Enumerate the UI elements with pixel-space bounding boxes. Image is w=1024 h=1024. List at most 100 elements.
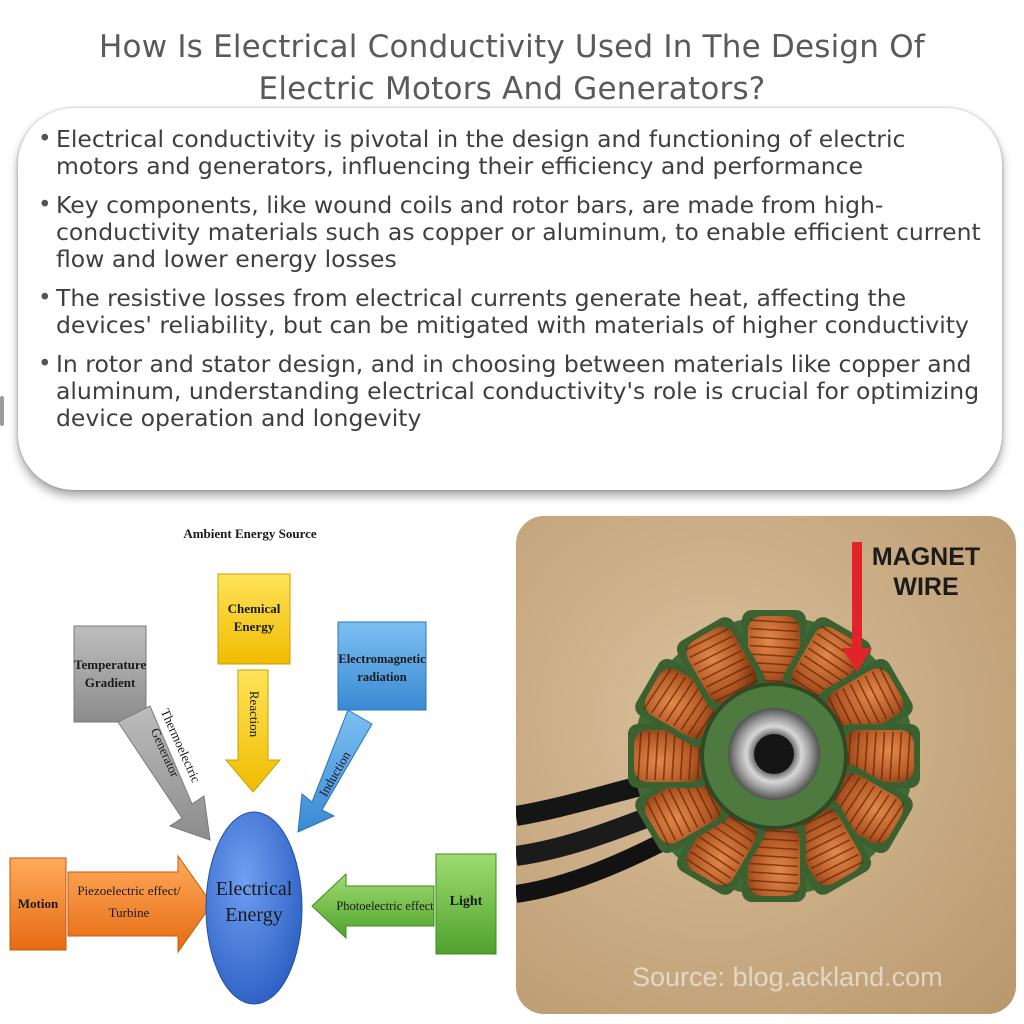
bullet-text: Electrical conductivity is pivotal in th… <box>56 125 906 180</box>
wire-turn <box>697 650 742 674</box>
wire-turn <box>690 851 732 880</box>
copper-coil <box>676 617 766 712</box>
wire-turn <box>749 627 799 633</box>
list-item: •Electrical conductivity is pivotal in t… <box>38 126 982 180</box>
wire-turn <box>749 879 799 885</box>
bullet-text: Key components, like wound coils and rot… <box>56 191 981 273</box>
coil-winding <box>791 808 862 886</box>
wire-turn <box>654 731 659 781</box>
wire-turn <box>749 644 799 650</box>
electrical-energy-label: Electrical Energy <box>215 878 293 926</box>
wire-turn <box>653 797 677 841</box>
side-divider <box>0 396 4 426</box>
bullet-dot: • <box>38 192 52 218</box>
wire-turn <box>879 666 902 711</box>
diagram-title: Ambient Energy Source <box>183 526 317 541</box>
bullet-text: The resistive losses from electrical cur… <box>56 284 969 339</box>
coil-winding <box>826 668 904 739</box>
induction-arrow <box>297 709 373 833</box>
coil-winding <box>634 730 704 782</box>
wire-turn <box>710 672 755 696</box>
bullet-dot: • <box>38 285 52 311</box>
wire-turn <box>847 785 876 827</box>
reaction-arrow <box>224 669 282 793</box>
summary-card: •Electrical conductivity is pivotal in t… <box>18 108 1002 490</box>
wire-turn <box>706 664 750 688</box>
wire-turn <box>662 731 668 781</box>
wire-turn <box>864 675 888 720</box>
wire-turn <box>871 671 895 715</box>
copper-coils <box>628 610 920 902</box>
electromagnetic-radiation-box <box>337 621 427 711</box>
wire-turn <box>856 679 880 724</box>
coil-winding <box>644 773 722 844</box>
wire-turn <box>668 788 692 833</box>
light-label: Light <box>449 894 483 909</box>
wire-turn <box>897 731 903 781</box>
temperature-gradient-box <box>73 625 147 723</box>
wire-turn <box>701 657 746 681</box>
wire-turn <box>660 792 684 837</box>
wire-turn <box>643 668 672 710</box>
wire-turn <box>749 888 799 893</box>
diagram-shapes <box>9 573 497 1005</box>
wire-turn <box>672 685 701 727</box>
wire-turn <box>693 642 738 666</box>
list-item: •In rotor and stator design, and in choo… <box>38 351 982 432</box>
wire-turn <box>806 838 851 862</box>
piezoelectric-arrow <box>67 854 213 954</box>
wire-turn <box>749 854 799 859</box>
wire-turn <box>686 858 728 887</box>
chemical-energy-label: Chemical Energy <box>227 601 281 634</box>
wire-turn <box>880 731 886 781</box>
electrical-energy-node <box>205 811 303 1005</box>
wire-turn <box>906 731 911 781</box>
wire-turn <box>815 853 859 877</box>
light-box <box>435 853 497 955</box>
reaction-label: Reaction <box>247 690 262 738</box>
chemical-energy-box <box>217 573 291 665</box>
wire-turn <box>802 831 847 855</box>
motion-label: Motion <box>17 896 59 911</box>
wire-turn <box>861 794 890 836</box>
wire-turn <box>665 681 694 722</box>
bullet-text: In rotor and stator design, and in choos… <box>56 350 980 432</box>
wire-turn <box>876 802 905 844</box>
coil-winding <box>686 626 757 704</box>
stator-illustration <box>516 542 920 903</box>
magnet-wire-label: MAGNET WIRE <box>871 543 981 601</box>
wire-turn <box>812 640 854 669</box>
wire-turn <box>803 654 845 683</box>
list-item: •The resistive losses from electrical cu… <box>38 285 982 339</box>
wire-turn <box>650 672 679 714</box>
wire-turn <box>689 635 733 659</box>
wire-turn <box>703 829 745 858</box>
wire-turn <box>645 731 651 781</box>
piezoelectric-label: Piezoelectric effect/ Turbine <box>77 883 181 920</box>
temperature-gradient-label: Temperature Gradient <box>74 657 147 690</box>
image-source-credit: Source: blog.ackland.com <box>632 962 943 992</box>
wire-turn <box>854 790 883 831</box>
wire-turn <box>810 846 855 870</box>
wire-turn <box>699 836 740 865</box>
coil-winding <box>748 826 800 896</box>
coil-winding <box>748 616 800 686</box>
photoelectric-arrow <box>311 872 435 940</box>
electromagnetic-radiation-label: Electromagnetic radiation <box>338 652 426 684</box>
bullet-dot: • <box>38 351 52 377</box>
motion-box <box>9 857 67 951</box>
wire-turn <box>808 647 849 676</box>
coil-winding <box>844 730 914 782</box>
energy-harvesting-diagram: Ambient Energy Source Chemical Energy Te… <box>0 510 510 1024</box>
annotation-arrow <box>842 542 872 672</box>
wire-turn <box>749 871 799 876</box>
stator-photo: MAGNET WIRE <box>516 516 1016 1014</box>
wire-turn <box>749 653 799 658</box>
wire-turn <box>819 861 864 884</box>
bullet-list: •Electrical conductivity is pivotal in t… <box>18 108 1002 432</box>
thermoelectric-arrow <box>117 705 211 841</box>
wire-turn <box>671 731 676 781</box>
wire-turn <box>637 731 642 781</box>
wire-turn <box>889 731 894 781</box>
wire-turn <box>646 801 669 846</box>
